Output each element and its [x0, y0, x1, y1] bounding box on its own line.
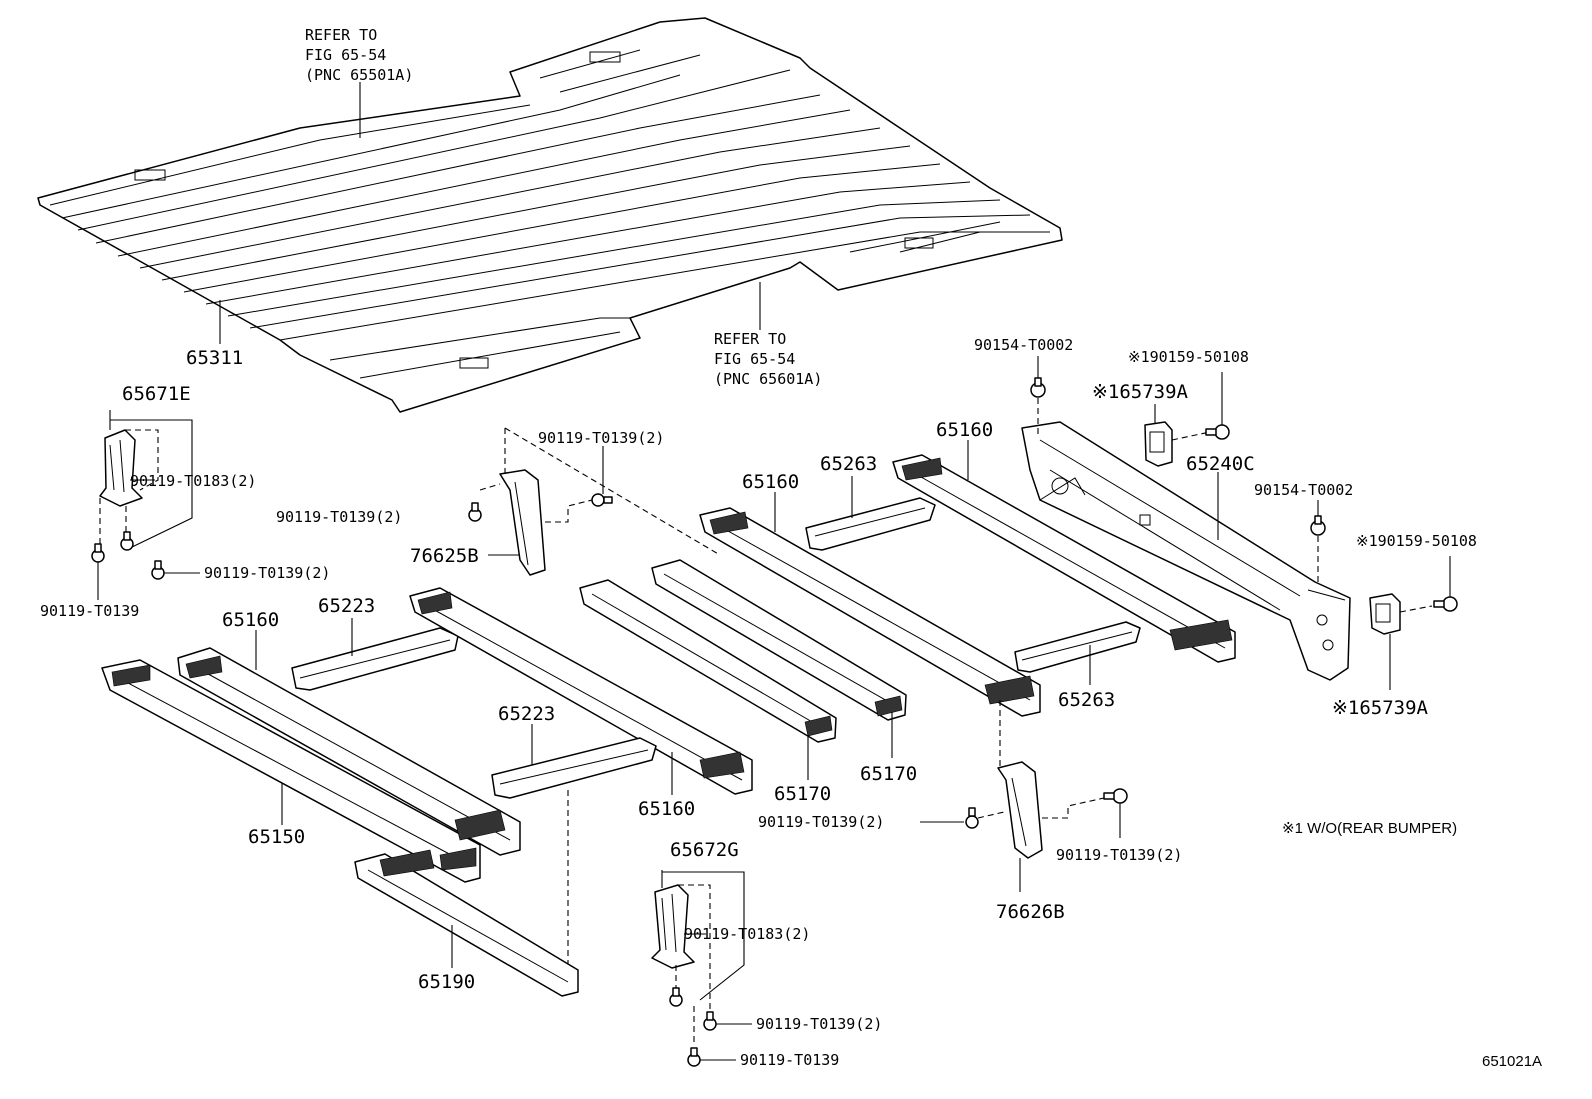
callout-65223-b[interactable]: 65223 [498, 703, 555, 725]
rail-65160-d[interactable] [892, 454, 1236, 663]
callout-65311[interactable]: 65311 [186, 347, 243, 369]
callout-65240C[interactable]: 65240C [1186, 453, 1255, 475]
callout-65160-d[interactable]: 65160 [936, 419, 993, 441]
callout-65160-c[interactable]: 65160 [742, 471, 799, 493]
rail-65160-c[interactable] [699, 507, 1041, 717]
callout-refer-upper-2: FIG 65-54 [305, 46, 386, 64]
callout-65160-b[interactable]: 65160 [638, 798, 695, 820]
callout-90119-T0139-f[interactable]: 90119-T0139 [740, 1051, 839, 1069]
bolt-icon [669, 987, 683, 1007]
callout-165739A-b[interactable]: ※165739A [1332, 697, 1429, 719]
stopper-165739A-b[interactable] [1369, 593, 1401, 635]
bolt-icon [1030, 377, 1046, 398]
callout-65160-a[interactable]: 65160 [222, 609, 279, 631]
rear-crossmember-65240C[interactable] [1021, 421, 1351, 681]
bracket-65671E[interactable] [99, 429, 159, 507]
floor-panel-65311[interactable] [37, 17, 1063, 413]
rail-65170-b[interactable] [651, 559, 907, 721]
callout-165739A-a[interactable]: ※165739A [1092, 381, 1189, 403]
callout-90119-T0139-e[interactable]: 90119-T0139(2) [756, 1015, 882, 1033]
bolt-icon [965, 807, 979, 829]
callout-90154-T0002-a[interactable]: 90154-T0002 [974, 336, 1073, 354]
bolt-icon [591, 493, 613, 507]
bolt-icon [1433, 596, 1458, 612]
bolt-icon [91, 543, 105, 563]
callout-65170-b[interactable]: 65170 [860, 763, 917, 785]
callout-65672G[interactable]: 65672G [670, 839, 739, 861]
callout-65190[interactable]: 65190 [418, 971, 475, 993]
rail-65170-a[interactable] [579, 579, 837, 743]
callout-90154-T0002-b[interactable]: 90154-T0002 [1254, 481, 1353, 499]
bolt-icon [151, 560, 165, 580]
callout-90119-T0139-g[interactable]: 90119-T0139(2) [758, 813, 884, 831]
bolt-icon [687, 1047, 701, 1067]
callout-90119-T0139-d[interactable]: 90119-T0139(2) [276, 508, 402, 526]
crossmember-65263-b[interactable] [1014, 621, 1141, 673]
figure-id: 651021A [1482, 1053, 1542, 1070]
callout-76626B[interactable]: 76626B [996, 901, 1065, 923]
bolt-icon [1310, 515, 1326, 536]
callout-refer-upper-3: (PNC 65501A) [305, 66, 413, 84]
callout-65150[interactable]: 65150 [248, 826, 305, 848]
callout-65223-a[interactable]: 65223 [318, 595, 375, 617]
callout-90119-T0139-h[interactable]: 90119-T0139(2) [1056, 846, 1182, 864]
callout-190159-b[interactable]: ※190159-50108 [1356, 532, 1477, 550]
footnote: ※1 W/O(REAR BUMPER) [1282, 820, 1457, 837]
callout-refer-upper-1: REFER TO [305, 26, 377, 44]
callout-90119-T0183-a[interactable]: 90119-T0183(2) [130, 472, 256, 490]
bolt-icon [1103, 788, 1128, 804]
rail-65150[interactable] [101, 659, 481, 883]
bolt-icon [1205, 424, 1230, 440]
callout-65671E[interactable]: 65671E [122, 383, 191, 405]
rail-65190[interactable] [354, 849, 579, 997]
bracket-76625B[interactable] [499, 427, 721, 576]
bracket-76626B[interactable] [997, 761, 1043, 859]
callout-76625B[interactable]: 76625B [410, 545, 479, 567]
crossmember-65223-b[interactable] [491, 737, 657, 799]
callout-90119-T0139-a[interactable]: 90119-T0139(2) [204, 564, 330, 582]
bolt-icon [703, 1011, 717, 1031]
callout-refer-lower-1: REFER TO [714, 330, 786, 348]
callout-90119-T0139-b[interactable]: 90119-T0139 [40, 602, 139, 620]
callout-65170-a[interactable]: 65170 [774, 783, 831, 805]
callout-90119-T0183-b[interactable]: 90119-T0183(2) [684, 925, 810, 943]
callout-190159-a[interactable]: ※190159-50108 [1128, 348, 1249, 366]
callout-65263-a[interactable]: 65263 [820, 453, 877, 475]
bolt-icon [120, 531, 134, 551]
crossmember-65223-a[interactable] [291, 627, 459, 691]
crossmember-65263-a[interactable] [805, 497, 936, 551]
callout-refer-lower-2: FIG 65-54 [714, 350, 795, 368]
rail-65160-b[interactable] [409, 587, 753, 795]
bolt-icon [468, 502, 482, 522]
rail-65160-a[interactable] [177, 647, 521, 856]
callout-90119-T0139-c[interactable]: 90119-T0139(2) [538, 429, 664, 447]
bracket-65672G[interactable] [651, 884, 711, 1010]
callout-65263-b[interactable]: 65263 [1058, 689, 1115, 711]
callout-refer-lower-3: (PNC 65601A) [714, 370, 822, 388]
stopper-165739A-a[interactable] [1144, 421, 1173, 467]
